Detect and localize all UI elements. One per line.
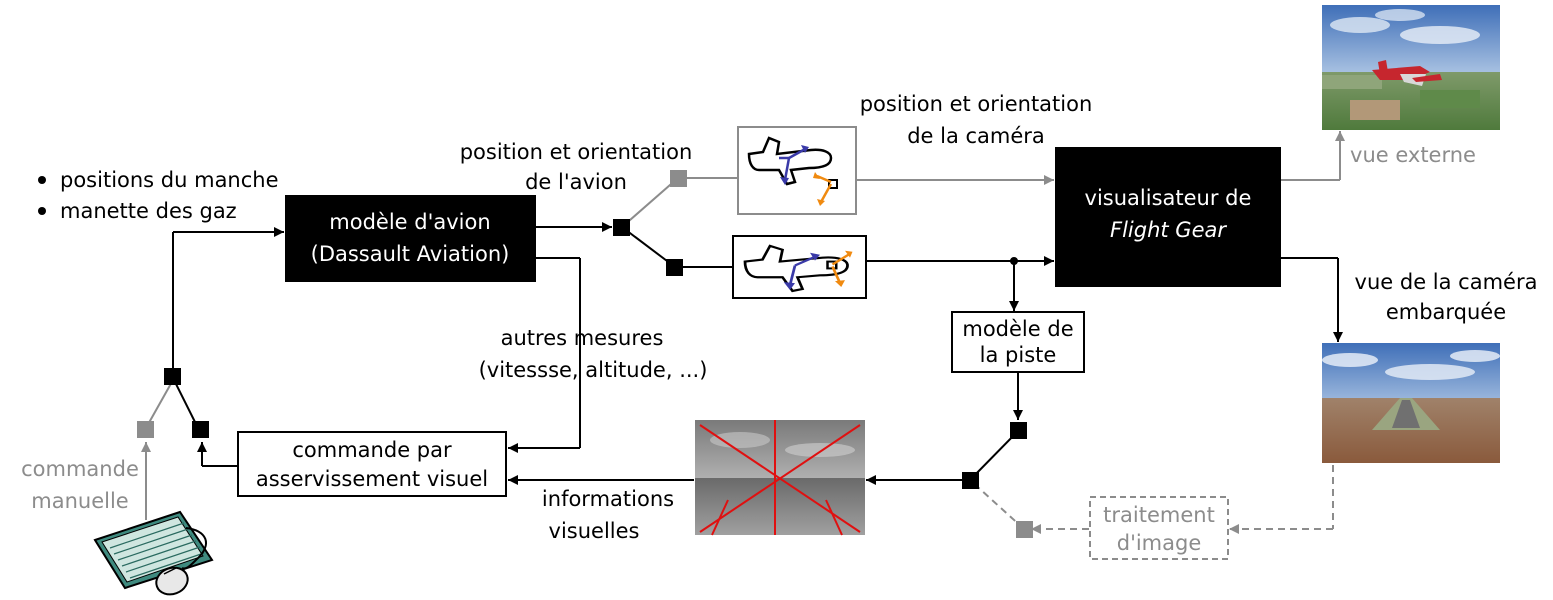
image-processing-block: traitement d'image (1089, 496, 1229, 560)
junction-square (962, 472, 979, 489)
aircraft-pose-label-line2: de l'avion (525, 170, 627, 194)
junction-dot (1010, 257, 1018, 265)
camera-overlay-image (695, 420, 865, 536)
other-measures-line2: (vitessse, altitude, ...) (479, 358, 708, 382)
mouse-icon (155, 527, 208, 596)
aircraft-photo (1372, 60, 1442, 86)
visual-servo-line1: commande par (292, 438, 452, 462)
junction-square (670, 170, 687, 187)
manual-control-line1: commande (21, 457, 139, 481)
keyboard-icon (93, 510, 214, 590)
junction-square (1010, 422, 1027, 439)
visual-servo-line2: asservissement visuel (256, 467, 488, 491)
visual-info-line1: informations (542, 487, 674, 511)
image-processing-line1: traitement (1103, 503, 1215, 527)
bullet-dot (38, 207, 46, 215)
bullet-dot (38, 176, 46, 184)
junctions (137, 170, 1033, 538)
onboard-view-image (1322, 343, 1500, 463)
aircraft-icon (743, 244, 853, 293)
bullet-throttle: manette des gaz (60, 199, 237, 223)
gray-connections (141, 131, 1345, 520)
bullet-stick-positions: positions du manche (60, 168, 279, 192)
onboard-view-label-line1: vue de la caméra (1355, 270, 1538, 294)
external-view-image (1322, 5, 1500, 130)
aircraft-pose-box (732, 235, 867, 299)
runway-model-block: modèle de la piste (951, 311, 1085, 373)
junction-square (666, 259, 683, 276)
junction-square (613, 219, 630, 236)
camera-pose-label-line2: de la caméra (907, 124, 1045, 148)
visualizer-software: Flight Gear (1110, 218, 1227, 242)
aircraft-icon (747, 136, 838, 206)
image-processing-line2: d'image (1117, 531, 1202, 555)
visual-servo-block: commande par asservissement visuel (237, 431, 507, 497)
runway-model-line1: modèle de (962, 317, 1073, 341)
other-measures-line1: autres mesures (501, 326, 664, 350)
aircraft-model-block: modèle d'avion (Dassault Aviation) (285, 195, 536, 282)
aircraft-pose-label-line1: position et orientation (460, 140, 693, 164)
aircraft-model-title: modèle d'avion (329, 210, 490, 234)
manual-control-line2: manuelle (31, 489, 128, 513)
visualizer-block: visualisateur de Flight Gear (1055, 147, 1281, 287)
aircraft-pose-box-gray (737, 126, 857, 215)
runway-model-line2: la piste (980, 343, 1057, 367)
junction-square (137, 421, 154, 438)
junction-square (1016, 521, 1033, 538)
aircraft-model-source: (Dassault Aviation) (311, 242, 510, 266)
external-view-label: vue externe (1350, 143, 1476, 167)
visual-info-line2: visuelles (549, 519, 640, 543)
input-list: positions du manche manette des gaz (38, 168, 279, 223)
visualizer-title: visualisateur de (1085, 186, 1252, 210)
junction-square (164, 368, 181, 385)
junction-square (192, 421, 209, 438)
camera-pose-label-line1: position et orientation (860, 92, 1093, 116)
onboard-view-label-line2: embarquée (1386, 300, 1506, 324)
